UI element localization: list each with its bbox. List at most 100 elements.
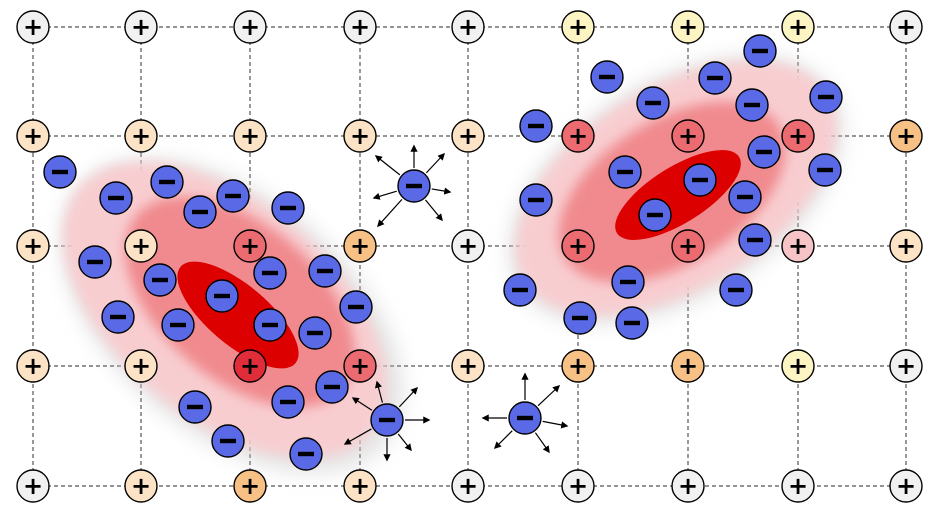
lattice-ion: + xyxy=(451,119,485,153)
lattice-ion: + xyxy=(451,229,485,263)
lattice-ion: + xyxy=(781,229,815,263)
electron xyxy=(211,424,245,458)
lattice-ion: + xyxy=(233,469,267,503)
electron xyxy=(205,279,239,313)
electron xyxy=(719,273,753,307)
electron xyxy=(563,301,597,335)
plus-sign: + xyxy=(240,352,260,380)
electron xyxy=(808,153,842,187)
plus-sign: + xyxy=(568,232,588,260)
electron xyxy=(253,256,287,290)
electron xyxy=(99,181,133,215)
plus-sign: + xyxy=(788,122,808,150)
lattice-ion: + xyxy=(671,469,705,503)
electron xyxy=(590,60,624,94)
lattice-ion: + xyxy=(561,229,595,263)
electron xyxy=(503,273,537,307)
electron xyxy=(698,61,732,95)
electron xyxy=(216,179,250,213)
lattice-ion: + xyxy=(16,10,50,44)
lattice-ion: + xyxy=(781,349,815,383)
lattice-ion: + xyxy=(124,229,158,263)
lattice-ion: + xyxy=(889,119,923,153)
plus-sign: + xyxy=(458,122,478,150)
electron xyxy=(178,390,212,424)
lattice-ion: + xyxy=(451,469,485,503)
electron xyxy=(728,180,762,214)
plus-sign: + xyxy=(240,232,260,260)
lattice-ion: + xyxy=(343,10,377,44)
plus-sign: + xyxy=(788,13,808,41)
motion-arrow xyxy=(374,155,401,176)
plus-sign: + xyxy=(23,13,43,41)
electron xyxy=(747,135,781,169)
plus-sign: + xyxy=(23,352,43,380)
lattice-ion: + xyxy=(889,229,923,263)
lattice-ion: + xyxy=(561,469,595,503)
plus-sign: + xyxy=(568,472,588,500)
electron xyxy=(43,155,77,189)
electron xyxy=(519,109,553,143)
electron xyxy=(519,183,553,217)
plus-sign: + xyxy=(678,13,698,41)
lattice-ion: + xyxy=(671,229,705,263)
plus-sign: + xyxy=(350,352,370,380)
electron xyxy=(161,308,195,342)
electron xyxy=(608,155,642,189)
motion-arrow xyxy=(398,386,418,408)
lattice-ion: + xyxy=(451,349,485,383)
free-electron xyxy=(372,144,452,228)
plus-sign: + xyxy=(788,472,808,500)
electron xyxy=(78,245,112,279)
lattice-ion: + xyxy=(561,349,595,383)
electron xyxy=(370,403,404,437)
plus-sign: + xyxy=(678,122,698,150)
lattice-ion: + xyxy=(781,119,815,153)
plus-sign: + xyxy=(350,232,370,260)
lattice-ion: + xyxy=(671,119,705,153)
plus-sign: + xyxy=(896,122,916,150)
plus-sign: + xyxy=(350,472,370,500)
electron xyxy=(150,165,184,199)
lattice-ion: + xyxy=(233,119,267,153)
electron xyxy=(735,88,769,122)
electron xyxy=(253,308,287,342)
electron xyxy=(809,80,843,114)
plus-sign: + xyxy=(350,13,370,41)
plus-sign: + xyxy=(678,352,698,380)
lattice-ion: + xyxy=(889,349,923,383)
plus-sign: + xyxy=(458,472,478,500)
lattice-ion: + xyxy=(343,119,377,153)
lattice-ion: + xyxy=(451,10,485,44)
lattice-ion: + xyxy=(889,469,923,503)
plus-sign: + xyxy=(458,352,478,380)
plus-sign: + xyxy=(458,13,478,41)
lattice-ion: + xyxy=(671,10,705,44)
plus-sign: + xyxy=(131,472,151,500)
plus-sign: + xyxy=(896,472,916,500)
electron xyxy=(611,265,645,299)
electron xyxy=(743,34,777,68)
electron xyxy=(339,290,373,324)
electron xyxy=(101,300,135,334)
plus-sign: + xyxy=(240,472,260,500)
plus-sign: + xyxy=(131,13,151,41)
lattice-ion: + xyxy=(124,10,158,44)
lattice-ion: + xyxy=(781,469,815,503)
electrons xyxy=(43,34,843,471)
electron xyxy=(308,254,342,288)
free-electron xyxy=(481,372,569,454)
electron xyxy=(508,401,542,435)
electron xyxy=(298,316,332,350)
motion-arrow xyxy=(397,433,412,452)
electron xyxy=(315,370,349,404)
plus-sign: + xyxy=(131,232,151,260)
plus-sign: + xyxy=(23,472,43,500)
electron xyxy=(183,195,217,229)
electron xyxy=(271,191,305,225)
plus-sign: + xyxy=(240,13,260,41)
lattice-ions: ++++++++++++++++++++++++++++++++++++++++… xyxy=(16,10,923,503)
motion-arrow xyxy=(431,187,452,195)
electron xyxy=(615,306,649,340)
